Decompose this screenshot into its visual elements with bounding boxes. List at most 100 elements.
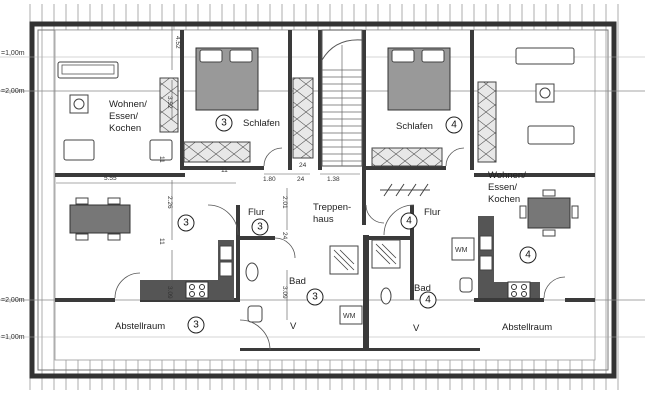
level-label-bottom: =1,00m — [1, 334, 25, 341]
burner-2 — [199, 284, 205, 290]
room-num-schlafen-left: 3 — [221, 118, 227, 129]
room-num-flur-left: 3 — [257, 222, 263, 233]
sink-right — [479, 235, 493, 251]
sofa-top-left — [57, 61, 119, 79]
pillow-left-1 — [199, 49, 223, 63]
wall-bath-bottom — [240, 348, 480, 351]
sink-left-2 — [219, 261, 233, 277]
sink-left — [219, 245, 233, 261]
wall-bath-left-top — [240, 236, 275, 240]
wall-bath-right-top — [369, 236, 414, 240]
roof-hatch-left — [20, 20, 60, 375]
burner-r-2 — [521, 284, 527, 290]
dim-201: 2.01 — [281, 196, 288, 209]
chair-dr-4 — [542, 229, 556, 237]
room-flur-left: Flur — [248, 207, 264, 218]
room-wohnen-left-2: Essen/ — [109, 111, 138, 122]
sofa-bottom-left — [63, 139, 95, 161]
wall-abstell-left — [55, 298, 115, 302]
room-treppenhaus-1: Treppen- — [313, 202, 351, 213]
room-wohnen-right-2: Essen/ — [488, 182, 517, 193]
room-flur-right: Flur — [424, 207, 440, 218]
dim-180: 1.80 — [263, 176, 276, 183]
room-num-schlafen-right: 4 — [451, 120, 457, 131]
pillow-left-2 — [229, 49, 253, 63]
dim-138: 1.38 — [327, 176, 340, 183]
wall-bed-left-west — [180, 30, 184, 170]
chair-dl-2 — [107, 197, 121, 205]
chair-dl-1 — [75, 197, 89, 205]
shower-right-grid — [375, 243, 397, 265]
dim-11-a: 11 — [158, 156, 165, 163]
side-table-left — [69, 94, 89, 114]
wm-right-label: WM — [455, 247, 468, 254]
room-num-flur-left-circle — [251, 218, 269, 236]
sink-right-2 — [479, 255, 493, 271]
room-num-dining-left-circle — [177, 214, 195, 232]
wall-flur-right — [410, 205, 414, 300]
room-num-bad-left-circle — [306, 288, 324, 306]
chair-dl-4 — [107, 233, 121, 241]
room-num-dining-left: 3 — [183, 218, 189, 229]
room-num-schlafen-right-circle — [445, 116, 463, 134]
sofa-top-right — [515, 47, 575, 65]
sink-bath-right — [459, 277, 473, 293]
dim-24-a: 24 — [299, 162, 307, 169]
room-num-flur-right-circle — [400, 212, 418, 230]
outer-wall — [29, 21, 617, 379]
closet-right-wall — [477, 81, 497, 163]
wall-stair-west — [318, 30, 322, 170]
wm-right-box — [451, 237, 475, 261]
level-label-lower: =2,00m — [1, 297, 25, 304]
dim-11-b: 11 — [221, 167, 228, 174]
toilet-left — [245, 262, 259, 282]
closet-right-bed — [371, 147, 443, 167]
room-treppenhaus-2: haus — [313, 214, 334, 225]
wall-bath-mid — [363, 235, 369, 350]
chair-dr-2 — [571, 205, 579, 219]
wall-flur-left — [236, 205, 240, 300]
shower-left-grid — [333, 249, 355, 271]
wall-abstell-right — [474, 298, 544, 302]
chair-dl-3 — [75, 233, 89, 241]
room-abstellraum-left: Abstellraum — [115, 321, 165, 332]
room-schlafen-right: Schlafen — [396, 121, 433, 132]
closet-left-wall-2 — [292, 77, 314, 159]
wall-bed-left-south — [184, 166, 264, 170]
room-num-schlafen-left-circle — [215, 114, 233, 132]
dim-555: 5.55 — [104, 175, 117, 182]
wall-mid-right — [474, 173, 595, 177]
sink-bath-left — [247, 305, 263, 323]
stair-curve — [321, 39, 363, 61]
room-num-bad-right: 4 — [425, 295, 431, 306]
wall-bed-left-east — [288, 30, 292, 170]
wm-left-label: WM — [343, 313, 356, 320]
room-num-dining-right-circle — [519, 246, 537, 264]
room-num-abstell-left: 3 — [193, 320, 199, 331]
closet-left-bed — [183, 141, 251, 163]
dim-352: 3.52 — [166, 96, 173, 109]
closet-left-wall — [159, 77, 179, 133]
burner-4 — [199, 291, 205, 297]
dim-24-c: 24 — [281, 232, 288, 240]
wall-stair-east — [362, 30, 366, 225]
toilet-right — [380, 287, 392, 305]
door-swing-flur-right — [383, 204, 415, 236]
door-swing-bed-left — [263, 147, 283, 167]
coat-hangers — [383, 183, 429, 197]
lamp-right-icon — [539, 87, 551, 99]
room-wohnen-left-1: Wohnen/ — [109, 99, 147, 110]
dim-11-c: 11 — [158, 238, 165, 245]
room-num-bad-left: 3 — [312, 292, 318, 303]
room-num-dining-right: 4 — [525, 250, 531, 261]
room-v-left: V — [290, 321, 297, 332]
dining-table-right — [527, 197, 571, 229]
room-num-flur-right: 4 — [406, 216, 412, 227]
room-num-abstell-left-circle — [187, 316, 205, 334]
dining-table-left — [69, 204, 131, 234]
room-wohnen-right-1: Wohnen/ — [488, 170, 526, 181]
sofa-top-left-cushion — [61, 64, 115, 75]
door-swing-treppe — [365, 204, 385, 224]
wall-bed-right-east — [470, 30, 474, 170]
dim-226: 2.26 — [166, 196, 173, 209]
